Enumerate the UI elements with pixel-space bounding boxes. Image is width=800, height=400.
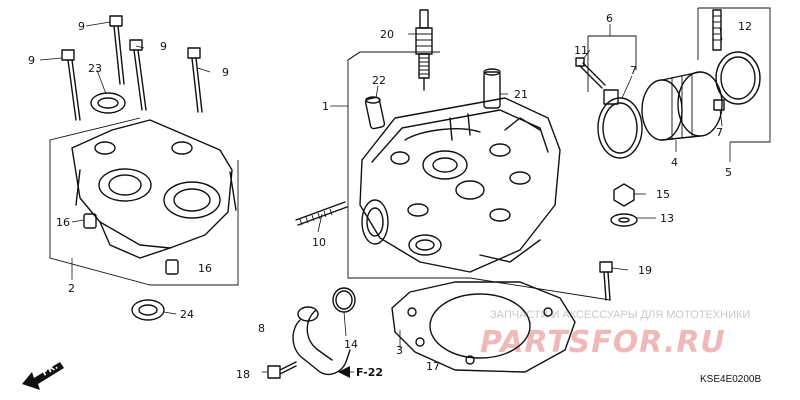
dowel-pin-16-part <box>83 213 179 275</box>
callout-9-b: 9 <box>28 54 35 67</box>
watermark-brand: PARTSFOR.RU <box>480 325 726 360</box>
callout-5: 5 <box>725 166 732 179</box>
callout-6: 6 <box>606 12 613 25</box>
dowel-pin-small-part <box>364 96 386 130</box>
callout-labels: 1 2 3 4 5 6 7 7 8 9 9 9 9 10 11 12 13 14… <box>28 12 752 381</box>
group-frame-clamp <box>588 35 637 70</box>
reference-f22: F-22 <box>338 366 383 379</box>
callout-22: 22 <box>372 74 386 87</box>
callout-3: 3 <box>396 344 403 357</box>
spark-plug-part <box>415 9 433 91</box>
group-frame-cam-holder <box>49 117 239 286</box>
callout-21: 21 <box>514 88 528 101</box>
callout-9-c: 9 <box>160 40 167 53</box>
camshaft-holder-part <box>71 119 237 259</box>
leader-lines <box>39 21 731 373</box>
clamp-band-part <box>597 89 643 159</box>
callout-16-left: 16 <box>56 216 70 229</box>
callout-2: 2 <box>68 282 75 295</box>
callout-23: 23 <box>88 62 102 75</box>
nut-washer-parts <box>610 183 638 227</box>
callout-7-insulator: 7 <box>716 126 723 139</box>
callout-14: 14 <box>344 338 358 351</box>
bolt-18-part <box>267 361 297 379</box>
oil-seal-part <box>131 299 165 321</box>
callout-8: 8 <box>258 322 265 335</box>
front-direction-arrow: FR. <box>22 362 64 390</box>
callout-11: 11 <box>574 44 588 57</box>
seal-ring-part <box>90 92 126 114</box>
dowel-pin-large-part <box>483 68 501 109</box>
cylinder-head-part <box>359 97 561 273</box>
insulator-part <box>641 71 723 141</box>
stud-bolt-part <box>295 201 348 226</box>
group-frame-cylinder-head <box>347 51 611 301</box>
callout-15: 15 <box>656 188 670 201</box>
group-frame-cylinder-head-top <box>347 51 440 61</box>
watermark: ЗАПЧАСТИ И АКСЕССУАРЫ ДЛЯ МОТОТЕХНИКИ PA… <box>480 309 750 360</box>
callout-9-d: 9 <box>222 66 229 79</box>
callout-16-right: 16 <box>198 262 212 275</box>
callout-10: 10 <box>312 236 326 249</box>
callout-20: 20 <box>380 28 394 41</box>
watermark-tagline: ЗАПЧАСТИ И АКСЕССУАРЫ ДЛЯ МОТОТЕХНИКИ <box>490 309 750 321</box>
flange-bolt-parts <box>61 15 203 121</box>
group-frame-insulator <box>698 7 771 143</box>
insulator-clamp-part <box>712 9 761 111</box>
callout-9-a: 9 <box>78 20 85 33</box>
callout-17: 17 <box>426 360 440 373</box>
bolt-19-part <box>599 261 613 301</box>
cylinder-head-gasket-part <box>391 281 576 373</box>
water-joint-part <box>292 287 356 376</box>
callout-7-clamp: 7 <box>630 64 637 77</box>
reference-label: F-22 <box>356 366 383 379</box>
callout-18: 18 <box>236 368 250 381</box>
diagram-code: KSE4E0200B <box>700 374 761 385</box>
clamp-screw-part <box>575 57 606 89</box>
callout-13: 13 <box>660 212 674 225</box>
callout-1: 1 <box>322 100 329 113</box>
callout-4: 4 <box>671 156 678 169</box>
callout-19: 19 <box>638 264 652 277</box>
callout-24: 24 <box>180 308 194 321</box>
callout-12: 12 <box>738 20 752 33</box>
